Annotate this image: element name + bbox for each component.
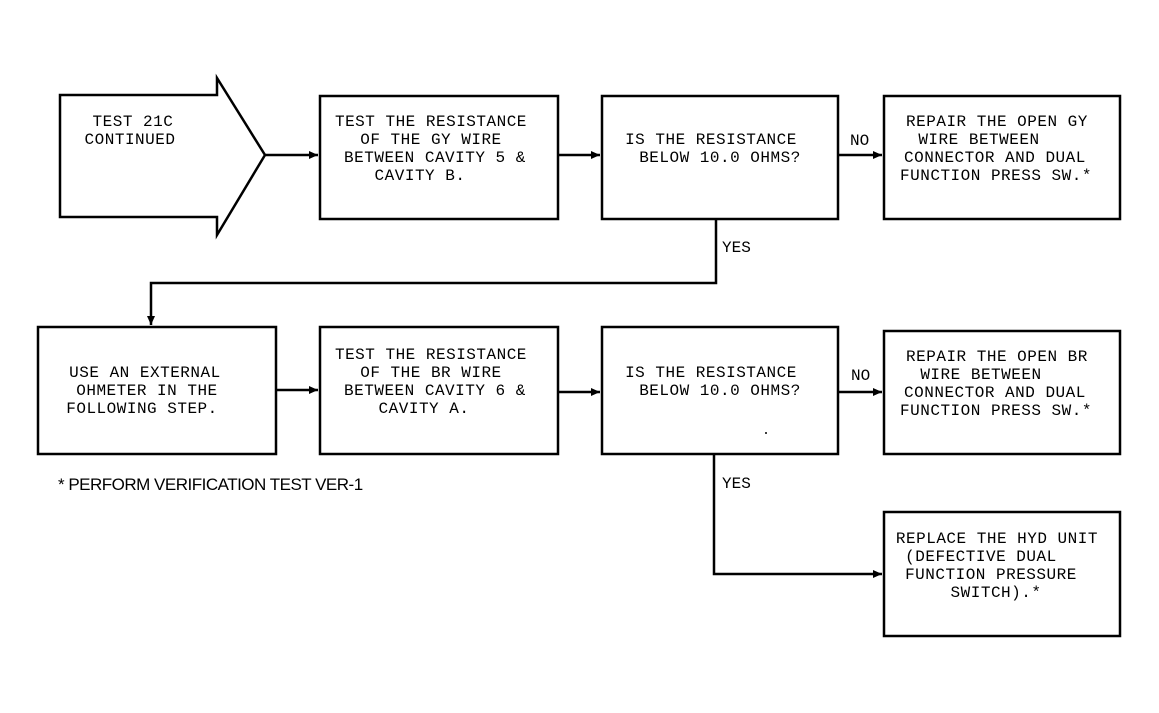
box-use-ohmeter: USE AN EXTERNAL OHMETER IN THE FOLLOWING… xyxy=(36,325,278,456)
connector-question-1-yes xyxy=(147,219,718,325)
box-is-resistance-1: IS THE RESISTANCE BELOW 10.0 OHMS? xyxy=(600,94,840,221)
box-test-br-wire-text: TEST THE RESISTANCE OF THE BR WIRE BETWE… xyxy=(335,346,537,418)
connector-question-2-yes xyxy=(712,454,882,578)
box-test-gy-wire: TEST THE RESISTANCE OF THE GY WIRE BETWE… xyxy=(318,94,560,221)
box-repair-gy-wire: REPAIR THE OPEN GY WIRE BETWEEN CONNECTO… xyxy=(882,94,1122,221)
box-is-resistance-2-text: IS THE RESISTANCE BELOW 10.0 OHMS? xyxy=(625,364,807,400)
box-test-br-wire: TEST THE RESISTANCE OF THE BR WIRE BETWE… xyxy=(318,325,560,456)
box-replace-hyd-unit: REPLACE THE HYD UNIT (DEFECTIVE DUAL FUN… xyxy=(882,510,1122,638)
label-no-2: NO xyxy=(851,367,870,385)
box-test-gy-wire-text: TEST THE RESISTANCE OF THE GY WIRE BETWE… xyxy=(335,113,537,185)
start-text: TEST 21C CONTINUED xyxy=(85,113,184,149)
box-repair-br-wire-text: REPAIR THE OPEN BR WIRE BETWEEN CONNECTO… xyxy=(900,348,1098,420)
start-arrow-shape: TEST 21C CONTINUED xyxy=(58,73,267,240)
box-repair-gy-wire-text: REPAIR THE OPEN GY WIRE BETWEEN CONNECTO… xyxy=(900,113,1098,185)
verification-note: * PERFORM VERIFICATION TEST VER-1 xyxy=(58,475,363,494)
stray-dot xyxy=(765,432,767,434)
box-is-resistance-2: IS THE RESISTANCE BELOW 10.0 OHMS? xyxy=(600,325,840,456)
box-use-ohmeter-text: USE AN EXTERNAL OHMETER IN THE FOLLOWING… xyxy=(66,364,231,418)
box-is-resistance-1-text: IS THE RESISTANCE BELOW 10.0 OHMS? xyxy=(625,131,807,167)
box-replace-hyd-unit-text: REPLACE THE HYD UNIT (DEFECTIVE DUAL FUN… xyxy=(896,530,1108,602)
label-yes-1: YES xyxy=(722,239,751,257)
label-no-1: NO xyxy=(850,132,869,150)
label-yes-2: YES xyxy=(722,475,751,493)
box-repair-br-wire: REPAIR THE OPEN BR WIRE BETWEEN CONNECTO… xyxy=(882,329,1122,456)
